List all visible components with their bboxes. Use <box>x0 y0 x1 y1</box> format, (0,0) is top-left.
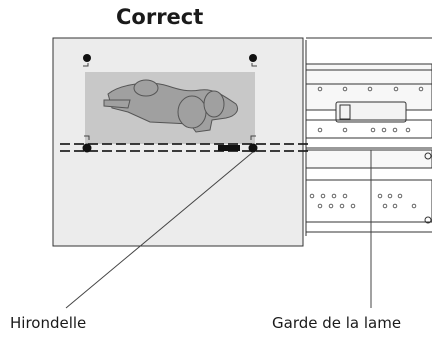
registration-marks-bottom <box>82 135 258 153</box>
diagram-title: Correct <box>116 5 204 29</box>
label-blade-guard: Garde de la lame <box>272 314 402 332</box>
blade-marker <box>218 145 240 151</box>
leader-line-registration-mark <box>65 151 254 309</box>
cutter-machine <box>305 37 432 236</box>
registration-marks-top <box>83 54 257 67</box>
machine-holes <box>309 86 424 209</box>
label-registration-mark: Hirondelle <box>10 314 87 332</box>
race-car-illustration <box>103 79 239 133</box>
